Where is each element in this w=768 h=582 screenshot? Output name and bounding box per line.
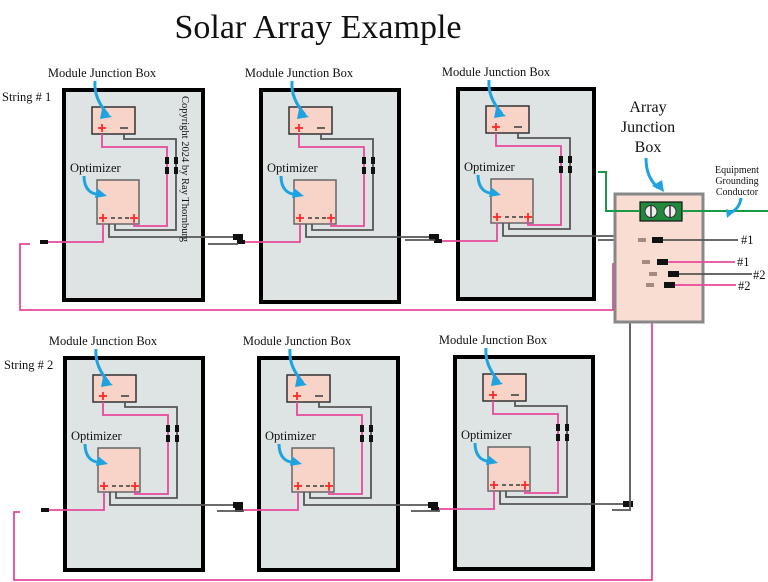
optimizer-label: Optimizer: [461, 428, 513, 442]
optimizer-positive-output: [440, 223, 498, 242]
egc-label-line-2: Grounding: [715, 176, 758, 187]
output-label-1b: #1: [737, 255, 750, 269]
optimizer-positive-output: [241, 492, 299, 511]
ajb-label-line-1: Array: [629, 99, 666, 116]
module-positive-lead: [495, 133, 562, 226]
module-positive-lead: [101, 134, 168, 227]
module-positive-lead: [102, 402, 169, 495]
diagram-title: Solar Array Example: [174, 9, 461, 46]
module-junction-box: [286, 374, 331, 403]
optimizer: [97, 447, 141, 493]
module-junction-box-label: Module Junction Box: [439, 333, 548, 347]
optimizer-positive-output: [437, 491, 495, 510]
connector-faded: [638, 238, 646, 242]
module-negative-lead: [508, 133, 571, 230]
module-junction-box: [482, 373, 527, 402]
egc-label-line-3: Conductor: [716, 187, 759, 198]
connector: [652, 237, 663, 243]
module-junction-box: [288, 106, 333, 135]
egc-label-line-1: Equipment: [715, 165, 759, 176]
module-positive-lead: [296, 402, 363, 495]
module-junction-box-label: Module Junction Box: [245, 66, 354, 80]
mc4-connector: [166, 425, 170, 432]
module-junction-box-label: Module Junction Box: [49, 334, 158, 348]
ajb-label-line-2: Junction: [621, 119, 675, 136]
string-1-label: String # 1: [2, 90, 51, 104]
optimizer-label: Optimizer: [267, 161, 319, 175]
optimizer-negative-output: [109, 492, 233, 506]
ajb-label-line-3: Box: [635, 139, 662, 156]
optimizer-negative-output: [303, 492, 428, 506]
output-label-2b: #2: [738, 279, 751, 293]
optimizer-label: Optimizer: [464, 160, 516, 174]
optimizer-negative-output: [502, 223, 624, 237]
optimizer: [490, 178, 534, 224]
optimizer: [487, 446, 531, 492]
module-junction-box-label: Module Junction Box: [243, 334, 352, 348]
optimizer-label: Optimizer: [71, 429, 123, 443]
optimizer-positive-output: [243, 224, 301, 243]
mc4-connector: [360, 425, 364, 432]
optimizer-label: Optimizer: [265, 429, 317, 443]
module-junction-box: [92, 374, 137, 403]
mc4-connector: [559, 156, 563, 163]
optimizer-negative-output: [499, 491, 623, 505]
module-negative-lead: [115, 402, 178, 499]
output-label-2a: #2: [753, 268, 766, 282]
module-negative-lead: [505, 401, 568, 498]
module-junction-box: [91, 106, 136, 135]
module-negative-lead: [114, 134, 177, 231]
module-junction-box-label: Module Junction Box: [48, 66, 157, 80]
optimizer-negative-output: [305, 224, 429, 238]
mc4-connector: [556, 424, 560, 431]
optimizer: [293, 179, 337, 225]
optimizer-label: Optimizer: [70, 161, 122, 175]
string-2-label: String # 2: [4, 358, 53, 372]
optimizer: [96, 179, 140, 225]
optimizer: [291, 447, 335, 493]
output-label-1a: #1: [741, 233, 754, 247]
module-junction-box: [485, 105, 530, 134]
module-positive-lead: [492, 401, 559, 494]
optimizer-positive-output: [46, 224, 104, 243]
optimizer-positive-output: [47, 492, 105, 511]
array-ground-wire: [598, 171, 640, 212]
optimizer-negative-output: [108, 224, 233, 238]
array-junction-box: #1 #1 #2 #2 Array Junction Box Equipment…: [598, 99, 768, 324]
mc4-connector: [165, 157, 169, 164]
copyright-notice: Copyright 2024 by Ray Thornburg: [179, 96, 190, 243]
module-junction-box-label: Module Junction Box: [442, 65, 551, 79]
mc4-connector: [362, 157, 366, 164]
module-negative-lead: [309, 402, 372, 499]
module-negative-lead: [311, 134, 374, 231]
module-positive-lead: [298, 134, 365, 227]
